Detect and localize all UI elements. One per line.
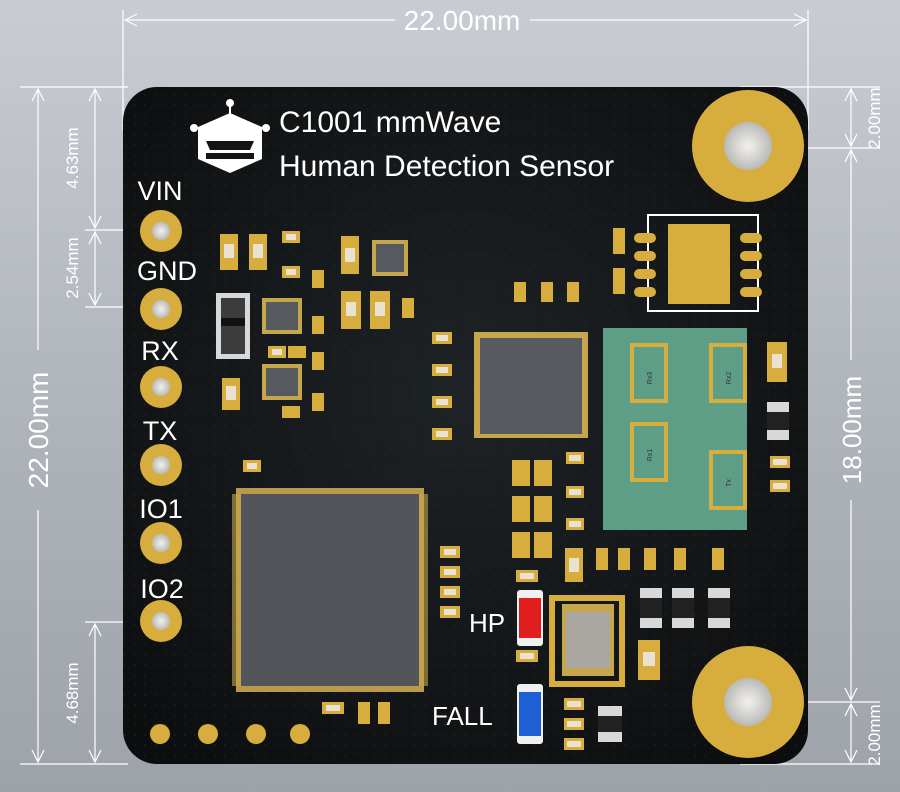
radar-ic — [474, 332, 588, 438]
pin-pad-tx — [140, 444, 182, 486]
pin-pad-vin — [140, 210, 182, 252]
antenna-array: Rx3 Rx2 Rx1 Tx — [603, 328, 747, 530]
robot-head-icon — [190, 99, 270, 173]
flash-chip — [634, 214, 762, 312]
pin-pad-io2 — [140, 600, 182, 642]
dim-io2-to-bottom: 4.68mm — [63, 662, 82, 723]
dim-right-hole-span: 18.00mm — [837, 376, 867, 484]
mounting-hole-top — [692, 90, 804, 202]
mounting-hole-bottom — [692, 646, 804, 758]
board-title-line1: C1001 mmWave — [279, 106, 501, 139]
pin-label-io1: IO1 — [139, 494, 183, 524]
diode — [216, 293, 250, 359]
fall-led-label: FALL — [432, 701, 493, 731]
pin-label-vin: VIN — [137, 176, 182, 206]
pin-pad-io1 — [140, 522, 182, 564]
dim-top-width: 22.00mm — [404, 5, 521, 36]
passive-components — [220, 228, 790, 750]
pin-label-io2: IO2 — [140, 574, 184, 604]
pin-label-tx: TX — [143, 416, 178, 446]
dim-vin-to-top: 4.63mm — [63, 127, 82, 188]
hp-led-label: HP — [469, 608, 505, 638]
small-ics — [262, 240, 614, 676]
antenna-label-rx1: Rx1 — [647, 449, 654, 462]
test-pads — [150, 724, 310, 744]
antenna-label-rx2: Rx2 — [726, 372, 733, 385]
board-title-line2: Human Detection Sensor — [279, 150, 614, 183]
pin-pad-gnd — [140, 288, 182, 330]
pin-label-rx: RX — [141, 336, 179, 366]
dim-top-hole-offset: 2.00mm — [865, 87, 884, 148]
pin-header: VIN GND RX TX IO1 IO2 — [137, 176, 197, 642]
dim-pin-pitch: 2.54mm — [63, 237, 82, 298]
pin-pad-rx — [140, 366, 182, 408]
hp-led — [517, 590, 543, 646]
fall-led — [517, 684, 543, 744]
dim-left-height: 22.00mm — [23, 372, 54, 489]
dim-bottom-hole-offset: 2.00mm — [865, 704, 884, 765]
mcu-chip — [232, 488, 428, 692]
pin-label-gnd: GND — [137, 256, 197, 286]
antenna-label-tx: Tx — [726, 479, 733, 487]
antenna-label-rx3: Rx3 — [647, 372, 654, 385]
